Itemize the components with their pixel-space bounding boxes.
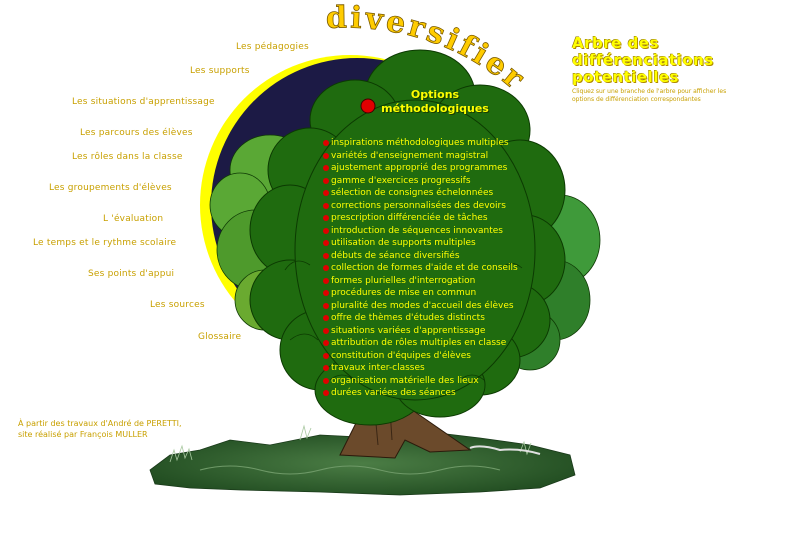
page-title: Arbre des différenciations potentielles	[572, 34, 714, 86]
section-title: Options méthodologiques	[381, 88, 489, 115]
nav-link-pedagogies[interactable]: Les pédagogies	[236, 42, 309, 52]
option-label: attribution de rôles multiples en classe	[331, 338, 507, 348]
option-item[interactable]: attribution de rôles multiples en classe	[323, 337, 518, 350]
option-label: inspirations méthodologiques multiples	[331, 138, 509, 148]
bullet-icon	[323, 165, 329, 171]
option-label: procédures de mise en commun	[331, 288, 477, 298]
option-label: gamme d'exercices progressifs	[331, 175, 471, 186]
bullet-icon	[323, 240, 329, 246]
bullet-icon	[323, 202, 329, 209]
bullet-icon	[323, 152, 329, 159]
option-label: corrections personnalisées des devoirs	[331, 200, 506, 211]
bullet-icon	[323, 302, 329, 309]
credit: À partir des travaux d'André de PERETTI,…	[18, 418, 238, 440]
option-item[interactable]: durées variées des séances	[323, 387, 518, 400]
nav-link-groupements[interactable]: Les groupements d'élèves	[49, 183, 172, 193]
option-item[interactable]: formes plurielles d'interrogation	[323, 275, 518, 288]
option-item[interactable]: constitution d'équipes d'élèves	[323, 350, 518, 363]
option-item[interactable]: ajustement approprié des programmes	[323, 162, 518, 175]
option-label: introduction de séquences innovantes	[331, 225, 503, 236]
option-label: formes plurielles d'interrogation	[331, 275, 476, 286]
bullet-icon	[323, 390, 329, 396]
option-label: durées variées des séances	[331, 388, 456, 398]
option-label: collection de formes d'aide et de consei…	[331, 263, 518, 273]
option-item[interactable]: situations variées d'apprentissage	[323, 325, 518, 338]
option-label: débuts de séance diversifiés	[331, 250, 460, 261]
option-item[interactable]: introduction de séquences innovantes	[323, 225, 518, 238]
option-label: situations variées d'apprentissage	[331, 325, 486, 336]
bullet-icon	[323, 277, 329, 284]
bullet-icon	[323, 290, 329, 296]
nav-link-supports[interactable]: Les supports	[190, 66, 250, 76]
option-item[interactable]: utilisation de supports multiples	[323, 237, 518, 250]
nav-link-sources[interactable]: Les sources	[150, 300, 205, 310]
option-item[interactable]: inspirations méthodologiques multiples	[323, 137, 518, 150]
grass-ground	[149, 423, 576, 496]
canopy-detail	[284, 260, 523, 381]
nav-link-temps[interactable]: Le temps et le rythme scolaire	[33, 238, 177, 248]
option-item[interactable]: prescription différenciée de tâches	[323, 212, 518, 225]
active-marker	[360, 98, 376, 114]
option-item[interactable]: offre de thèmes d'études distincts	[323, 312, 518, 325]
option-item[interactable]: sélection de consignes échelonnées	[323, 187, 518, 200]
option-item[interactable]: pluralité des modes d'accueil des élèves	[323, 300, 518, 313]
bullet-icon	[323, 340, 329, 346]
option-label: offre de thèmes d'études distincts	[331, 313, 485, 323]
bullet-icon	[323, 177, 329, 184]
option-item[interactable]: travaux inter-classes	[323, 362, 518, 375]
nav-link-parcours[interactable]: Les parcours des élèves	[80, 128, 193, 138]
nav-link-evaluation[interactable]: L 'évaluation	[103, 214, 164, 224]
bullet-icon	[323, 327, 329, 334]
option-label: sélection de consignes échelonnées	[331, 188, 494, 198]
option-label: pluralité des modes d'accueil des élèves	[331, 300, 514, 311]
option-item[interactable]: organisation matérielle des lieux	[323, 375, 518, 388]
page-subtitle: Cliquez sur une branche de l'arbre pour …	[572, 88, 727, 103]
option-label: utilisation de supports multiples	[331, 238, 476, 248]
canopy-main	[249, 49, 566, 426]
bullet-icon	[323, 140, 329, 146]
nav-link-situations[interactable]: Les situations d'apprentissage	[72, 97, 215, 107]
option-item[interactable]: gamme d'exercices progressifs	[323, 175, 518, 188]
nav-link-roles[interactable]: Les rôles dans la classe	[72, 152, 183, 162]
option-label: constitution d'équipes d'élèves	[331, 350, 471, 361]
option-label: prescription différenciée de tâches	[331, 213, 488, 223]
bullet-icon	[323, 190, 329, 196]
option-item[interactable]: débuts de séance diversifiés	[323, 250, 518, 263]
option-label: variétés d'enseignement magistral	[331, 150, 489, 161]
bullet-icon	[323, 215, 329, 221]
bullet-icon	[323, 315, 329, 321]
bullet-icon	[323, 265, 329, 271]
bullet-icon	[323, 227, 329, 234]
option-item[interactable]: corrections personnalisées des devoirs	[323, 200, 518, 213]
credit-line-2: site réalisé par François MULLER	[18, 430, 148, 439]
option-label: travaux inter-classes	[331, 363, 425, 373]
bullet-icon	[323, 365, 329, 371]
option-label: ajustement approprié des programmes	[331, 163, 508, 173]
credit-line-1: À partir des travaux d'André de PERETTI,	[18, 419, 182, 428]
options-list: inspirations méthodologiques multiples va…	[323, 137, 518, 400]
option-item[interactable]: collection de formes d'aide et de consei…	[323, 262, 518, 275]
nav-link-glossaire[interactable]: Glossaire	[198, 332, 242, 342]
bullet-icon	[323, 352, 329, 359]
nav-link-points-appui[interactable]: Ses points d'appui	[88, 269, 175, 279]
option-item[interactable]: variétés d'enseignement magistral	[323, 150, 518, 163]
option-item[interactable]: procédures de mise en commun	[323, 287, 518, 300]
bullet-icon	[323, 252, 329, 259]
option-label: organisation matérielle des lieux	[331, 375, 479, 386]
bullet-icon	[323, 377, 329, 384]
